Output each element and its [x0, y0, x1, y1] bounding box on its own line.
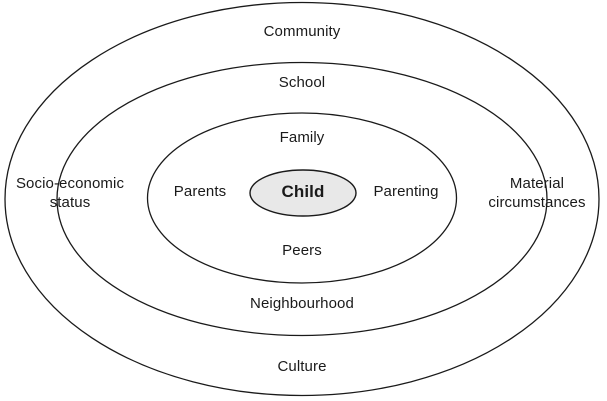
label-material-circumstances: Material circumstances: [488, 175, 586, 211]
label-child: Child: [281, 182, 325, 201]
ellipse-outer-ring: [4, 1, 600, 397]
label-parenting: Parenting: [373, 183, 439, 200]
label-neighbourhood: Neighbourhood: [250, 295, 354, 312]
label-parents: Parents: [173, 183, 227, 200]
label-school: School: [278, 74, 326, 91]
label-family: Family: [279, 129, 325, 146]
ellipse-middle-ring: [56, 61, 548, 337]
label-peers: Peers: [282, 242, 322, 259]
ellipse-core-child: [249, 169, 357, 217]
label-culture: Culture: [277, 358, 327, 375]
ellipse-inner-ring: [146, 112, 458, 284]
label-socio-economic-status: Socio-economic status: [15, 175, 125, 211]
label-community: Community: [263, 23, 341, 40]
